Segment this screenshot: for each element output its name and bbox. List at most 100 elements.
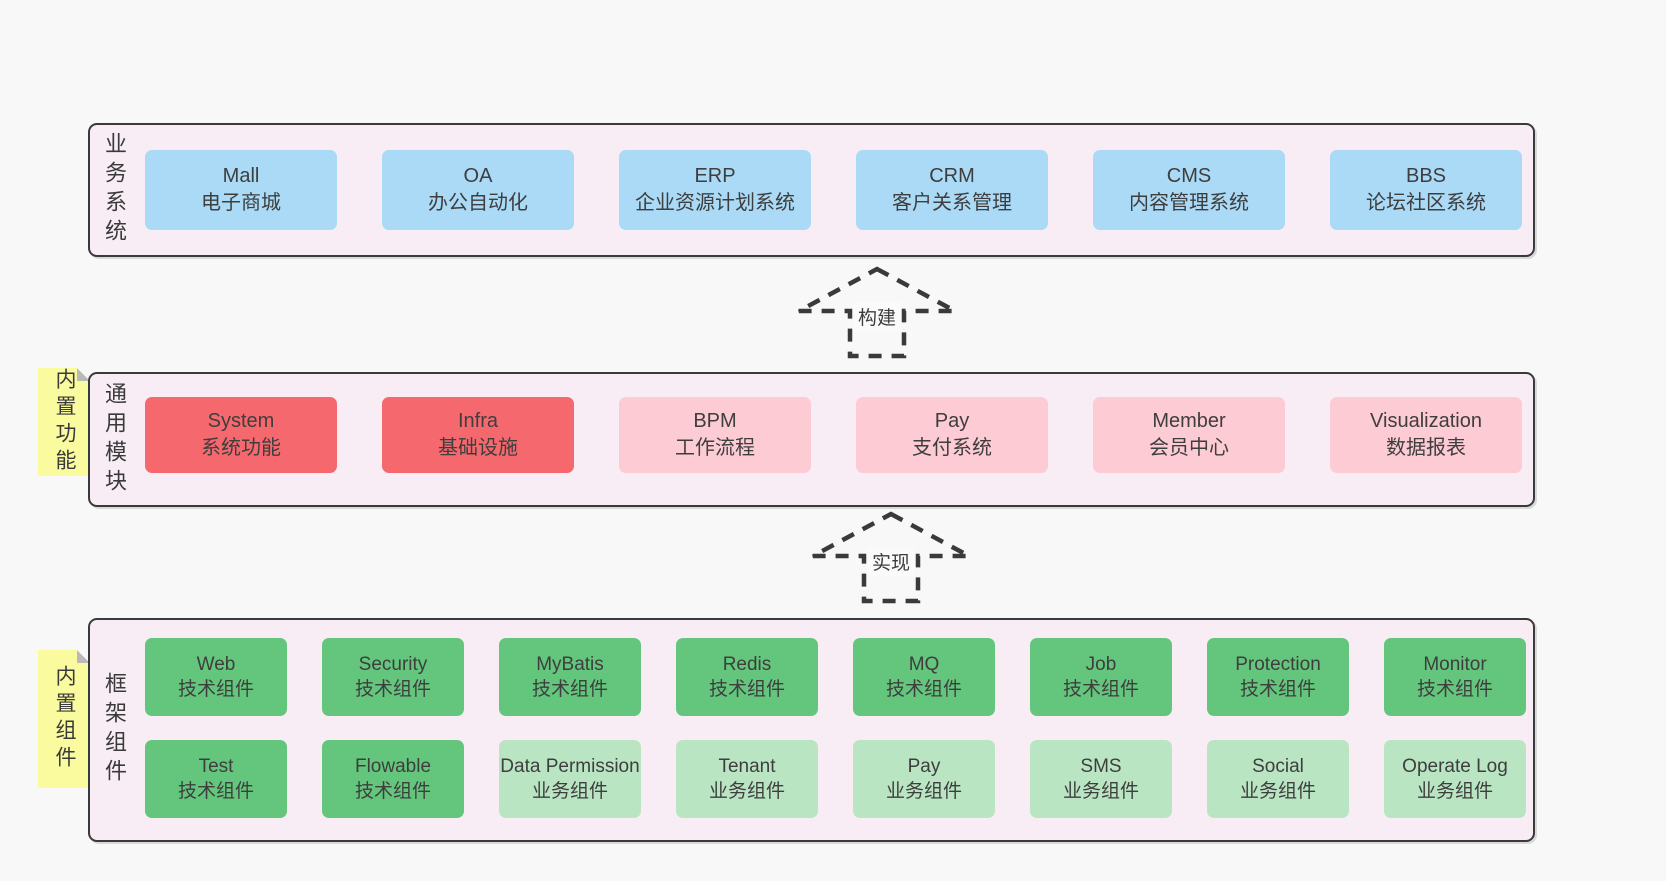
box-subtitle: 技术组件 xyxy=(885,679,962,700)
box-protection: Protection 技术组件 xyxy=(1207,638,1349,716)
box-title: SMS xyxy=(1080,756,1122,777)
box-mq: MQ 技术组件 xyxy=(853,638,995,716)
box-cms: CMS 内容管理系统 xyxy=(1093,150,1285,230)
box-pay-module: Pay 支付系统 xyxy=(856,397,1048,473)
box-subtitle: 技术组件 xyxy=(177,679,254,700)
box-subtitle: 业务组件 xyxy=(885,781,962,802)
box-title: Flowable xyxy=(354,756,432,777)
box-title: MQ xyxy=(908,654,940,675)
box-title: System xyxy=(207,410,275,432)
box-subtitle: 支付系统 xyxy=(912,437,992,459)
built-in-components-tab: 内置组件 xyxy=(38,650,90,788)
box-subtitle: 业务组件 xyxy=(1062,781,1139,802)
box-tenant: Tenant 业务组件 xyxy=(676,740,818,818)
build-arrow: 构建 xyxy=(794,264,960,359)
box-title: Pay xyxy=(934,410,970,432)
modules-section-label: 通用模块 xyxy=(99,374,129,505)
box-subtitle: 内容管理系统 xyxy=(1129,192,1249,214)
box-title: Job xyxy=(1085,654,1117,675)
box-subtitle: 技术组件 xyxy=(354,781,431,802)
box-subtitle: 业务组件 xyxy=(1239,781,1316,802)
box-title: Social xyxy=(1252,756,1304,777)
box-visualization: Visualization 数据报表 xyxy=(1330,397,1522,473)
box-subtitle: 工作流程 xyxy=(675,437,755,459)
built-in-functions-tab-text: 内置功能 xyxy=(53,368,76,476)
box-subtitle: 业务组件 xyxy=(1416,781,1493,802)
box-crm: CRM 客户关系管理 xyxy=(856,150,1048,230)
box-title: Redis xyxy=(722,654,772,675)
box-title: CRM xyxy=(929,165,975,187)
box-sms: SMS 业务组件 xyxy=(1030,740,1172,818)
box-mybatis: MyBatis 技术组件 xyxy=(499,638,641,716)
box-title: ERP xyxy=(694,165,736,187)
box-title: Test xyxy=(198,756,234,777)
box-title: Visualization xyxy=(1370,410,1482,432)
box-pay-component: Pay 业务组件 xyxy=(853,740,995,818)
box-subtitle: 技术组件 xyxy=(1062,679,1139,700)
box-subtitle: 技术组件 xyxy=(1416,679,1493,700)
implement-arrow-label: 实现 xyxy=(866,547,916,576)
box-subtitle: 办公自动化 xyxy=(428,192,528,214)
box-subtitle: 客户关系管理 xyxy=(892,192,1012,214)
box-title: Monitor xyxy=(1423,654,1487,675)
components-section-label: 框架组件 xyxy=(99,620,129,840)
box-title: MyBatis xyxy=(536,654,604,675)
box-subtitle: 技术组件 xyxy=(531,679,608,700)
built-in-functions-tab: 内置功能 xyxy=(38,368,90,476)
box-subtitle: 技术组件 xyxy=(177,781,254,802)
box-subtitle: 会员中心 xyxy=(1149,437,1229,459)
box-subtitle: 技术组件 xyxy=(708,679,785,700)
box-flowable: Flowable 技术组件 xyxy=(322,740,464,818)
built-in-components-tab-text: 内置组件 xyxy=(53,665,76,773)
box-monitor: Monitor 技术组件 xyxy=(1384,638,1526,716)
box-title: Member xyxy=(1152,410,1226,432)
up-arrow-icon xyxy=(811,511,971,604)
box-oa: OA 办公自动化 xyxy=(382,150,574,230)
box-title: Operate Log xyxy=(1402,756,1508,777)
framework-components-section: 框架组件 Web 技术组件 Security 技术组件 MyBatis 技术组件… xyxy=(88,618,1535,842)
box-security: Security 技术组件 xyxy=(322,638,464,716)
box-title: Tenant xyxy=(718,756,776,777)
box-title: Data Permission xyxy=(500,756,640,777)
box-subtitle: 基础设施 xyxy=(438,437,518,459)
box-mall: Mall 电子商城 xyxy=(145,150,337,230)
box-subtitle: 技术组件 xyxy=(354,679,431,700)
box-bpm: BPM 工作流程 xyxy=(619,397,811,473)
box-subtitle: 电子商城 xyxy=(201,192,281,214)
box-test: Test 技术组件 xyxy=(145,740,287,818)
box-social: Social 业务组件 xyxy=(1207,740,1349,818)
box-system: System 系统功能 xyxy=(145,397,337,473)
build-arrow-label: 构建 xyxy=(852,302,902,331)
box-subtitle: 数据报表 xyxy=(1386,437,1466,459)
business-section-label-text: 业务系统 xyxy=(102,132,127,248)
common-modules-section: 通用模块 System 系统功能 Infra 基础设施 BPM 工作流程 Pay… xyxy=(88,372,1535,507)
box-data-permission: Data Permission 业务组件 xyxy=(499,740,641,818)
box-redis: Redis 技术组件 xyxy=(676,638,818,716)
box-title: Web xyxy=(196,654,236,675)
box-title: OA xyxy=(463,165,493,187)
box-title: Security xyxy=(358,654,428,675)
box-title: Mall xyxy=(222,165,260,187)
implement-arrow: 实现 xyxy=(808,509,974,604)
box-infra: Infra 基础设施 xyxy=(382,397,574,473)
box-job: Job 技术组件 xyxy=(1030,638,1172,716)
components-section-label-text: 框架组件 xyxy=(102,672,127,788)
business-section-label: 业务系统 xyxy=(99,125,129,255)
business-systems-section: 业务系统 Mall 电子商城 OA 办公自动化 ERP 企业资源计划系统 CRM… xyxy=(88,123,1535,257)
box-operate-log: Operate Log 业务组件 xyxy=(1384,740,1526,818)
box-subtitle: 论坛社区系统 xyxy=(1366,192,1486,214)
box-subtitle: 系统功能 xyxy=(201,437,281,459)
box-web: Web 技术组件 xyxy=(145,638,287,716)
box-title: Infra xyxy=(457,410,499,432)
box-title: Pay xyxy=(907,756,941,777)
box-title: CMS xyxy=(1166,165,1212,187)
box-bbs: BBS 论坛社区系统 xyxy=(1330,150,1522,230)
box-subtitle: 业务组件 xyxy=(708,781,785,802)
box-subtitle: 技术组件 xyxy=(1239,679,1316,700)
box-title: Protection xyxy=(1235,654,1321,675)
box-member: Member 会员中心 xyxy=(1093,397,1285,473)
box-title: BBS xyxy=(1405,165,1447,187)
box-subtitle: 企业资源计划系统 xyxy=(635,192,795,214)
box-erp: ERP 企业资源计划系统 xyxy=(619,150,811,230)
box-title: BPM xyxy=(693,410,737,432)
